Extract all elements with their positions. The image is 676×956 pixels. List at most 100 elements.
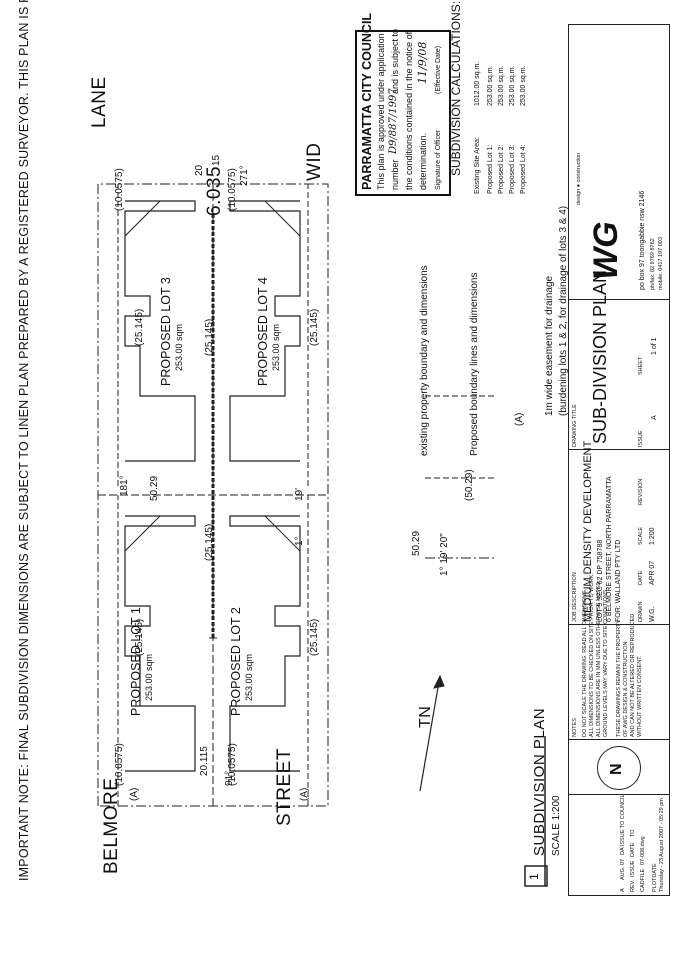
lot-1-area: 253.00 sqm [144,653,154,701]
dim-25-145-lot4: (25.145) [309,308,320,346]
calc-row-3-value: 253.00 sq.m. [509,65,516,106]
brand-logo: WG [587,221,625,280]
street-label: STREET [274,748,295,826]
angle-271: 271° [239,165,250,186]
brand-po-box: po box 97 toongabbie nsw 2146 [639,190,646,290]
angle-19: 19' [294,487,305,501]
rev-desc: DA ISSUE TO COUNCIL [620,794,626,855]
council-line-4: determination. [418,132,428,190]
drawing-title-header: DRAWING TITLE [572,404,578,447]
angle-181: 181° [119,475,130,496]
dim-10-0575-d: (10.0575) [227,168,238,211]
calc-row-4-label: Proposed Lot 4: [520,144,527,194]
lot-1-name: PROPOSED LOT 1 [129,607,143,716]
issue-h2: ISSUE [638,430,644,447]
brand-mobile: mobile: 0417 197 003 [658,237,664,290]
lot-2-name: PROPOSED LOT 2 [229,607,243,716]
legend-3-text: 1m wide easement for drainage [544,275,555,416]
title-block: A AUG. 07 DA ISSUE TO COUNCIL REV. ISSUE… [568,24,670,896]
date-h2: DATE [638,570,644,585]
lot-3-area: 253.00 sqm [174,323,184,371]
revision-header: REVISION [638,478,644,505]
brand-phone: ph/fax: 02 9769 8762 [650,238,656,290]
lane-width: 6.035 [204,165,225,216]
council-effective-date: (Effective Date) [435,45,442,94]
legend-2-value: (50.29) [464,469,475,501]
calc-row-1-label: Proposed Lot 1: [487,144,494,194]
rev-header: REV. [630,879,636,892]
lane-right-label: WID [304,142,325,181]
drawn-header: DRAWN [638,601,644,622]
north-logo-cell: N [569,739,669,795]
cadfile: 07-008.dwg [640,836,646,865]
plan-scale: SCALE 1:200 [551,795,562,856]
dim-25-145-c1: (25.145) [204,523,215,561]
plotdate: Thursday - 23 August 2007 - 05:29 pm [659,798,665,892]
note-line-6: OF AWG DESIGN & CONSTRUCTION [623,641,629,737]
dim-15-lane: 15 [211,154,222,166]
notes-header: NOTES [572,718,578,737]
plan-title: SUBDIVISION PLAN [531,707,548,856]
dim-top-length: 50.29 [149,475,160,501]
sheet-value: 1 of 1 [651,337,658,355]
scale-header: SCALE [638,526,644,545]
job-header: JOB DESCRIPTION [572,572,578,622]
true-north-label: TN [417,705,434,728]
calc-row-3-label: Proposed Lot 3: [509,144,516,194]
scale-value: 1:200 [649,527,656,545]
calc-row-4-value: 253.00 sq.m. [520,65,527,106]
brand-cell: WG design ● construction po box 97 toong… [569,25,669,300]
council-line-1: This plan is approved under application [376,33,386,190]
lot-4-area: 253.00 sqm [271,323,281,371]
rev-a: A [620,888,626,892]
revision-table: A AUG. 07 DA ISSUE TO COUNCIL REV. ISSUE… [569,794,669,895]
council-date: 11/9/08 [416,41,429,84]
to-header: TO [630,829,636,837]
dim-10-0575-a: (10.0575) [114,743,125,786]
dim-25-145-c2: (25.145) [204,318,215,356]
council-title: PARRAMATTA CITY COUNCIL [360,12,374,190]
dim-20-115: 20.115 [199,746,210,776]
legend-1-text: existing property boundary and dimension… [419,265,430,456]
dim-10-0575-c: (10.0575) [114,168,125,211]
job-description-cell: JOB DESCRIPTION MEDIUM DENSITY DEVELOPME… [569,441,669,625]
legend-1-angle: 1° 19' 20" [439,533,450,576]
calc-row-0-value: 1012.00 sq.m. [474,61,481,106]
calc-row-1-value: 253.00 sq.m. [487,65,494,106]
issue-value: A [651,415,658,420]
brand-tagline: design ● construction [576,152,582,205]
job-line-3: 6 BELMORE STREET, NORTH PARRAMATTA [606,476,613,622]
sheet-header: SHEET [638,356,644,375]
angle-1: 1° [294,536,305,546]
date-value: APR 07 [649,560,656,585]
legend-3-value: (A) [514,412,525,426]
date-header: DATE [630,842,636,857]
belmore-label: BELMORE [101,777,122,874]
calc-row-0-label: Existing Site Area: [474,137,481,194]
subdivision-calculations: SUBDIVISION CALCULATIONS: Existing Site … [449,1,555,196]
dim-25-145-lot2: (25.145) [309,618,320,656]
cadfile-header: CADFILE [640,868,646,892]
lot-3-name: PROPOSED LOT 3 [159,277,173,386]
job-line-2: LOT 9 SEC 62 DP 758788 [597,539,604,622]
lot-4-name: PROPOSED LOT 4 [256,277,270,386]
job-line-1: MEDIUM DENSITY DEVELOPMENT [582,440,594,622]
legend-1-value: 50.29 [411,530,422,556]
council-line-2a: number [390,159,400,190]
note-line-7: AND CAN NOT BE ALTERED OR REPRODUCED [630,613,636,737]
council-number: D9/887/1997 [388,88,399,154]
drawn-value: W.G. [649,606,656,622]
north-letter: N [608,763,625,775]
lane-label: LANE [89,76,110,128]
job-line-4: FOR: WALLAND PTY LTD [615,539,622,622]
plotdate-header: PLOTDATE [652,863,658,892]
lot-2-area: 253.00 sqm [244,653,254,701]
angle-91: 91° [224,770,235,786]
note-line-5: THESE DRAWINGS REMAIN THE PROPERTY [616,620,622,737]
easement-a-lot2: (A) [299,787,310,801]
dim-20-lane: 20 [194,164,205,176]
issue-header: ISSUE [630,860,636,877]
